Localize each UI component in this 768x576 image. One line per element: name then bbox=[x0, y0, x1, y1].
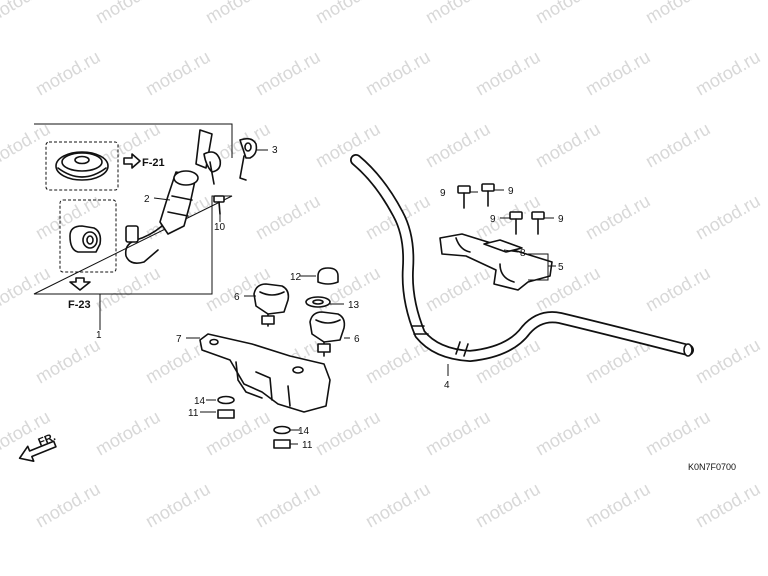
watermark-text: motod.ru bbox=[692, 191, 764, 244]
watermark-text: motod.ru bbox=[202, 407, 274, 460]
callout-7: 7 bbox=[176, 334, 182, 345]
callout-9b: 9 bbox=[508, 186, 514, 197]
watermark-text: motod.ru bbox=[582, 479, 654, 532]
callout-12: 12 bbox=[290, 272, 302, 283]
watermark-text: motod.ru bbox=[642, 263, 714, 316]
callout-numbers: 1 2 3 4 5 6 6 7 8 9 9 9 9 10 11 11 12 13… bbox=[96, 145, 564, 451]
watermark-layer: motod.ru motod.ru motod.ru motod.ru motod.ru… bbox=[0, 0, 764, 531]
nut-washer-left bbox=[217, 395, 235, 419]
callout-9c: 9 bbox=[490, 214, 496, 225]
watermark-text: motod.ru bbox=[202, 0, 274, 27]
seat-lock-group bbox=[59, 199, 117, 291]
watermark-text: motod.ru bbox=[472, 47, 544, 100]
watermark-text: motod.ru bbox=[422, 407, 494, 460]
callout-9d: 9 bbox=[558, 214, 564, 225]
callout-10: 10 bbox=[214, 222, 226, 233]
watermark-text: motod.ru bbox=[142, 479, 214, 532]
watermark-text: motod.ru bbox=[0, 263, 54, 316]
watermark-text: motod.ru bbox=[32, 47, 104, 100]
fuel-cap bbox=[55, 151, 109, 181]
ref-f21: F-21 bbox=[142, 157, 165, 169]
watermark-text: motod.ru bbox=[642, 0, 714, 27]
washer-13 bbox=[305, 296, 331, 308]
watermark-text: motod.ru bbox=[92, 263, 164, 316]
callout-13: 13 bbox=[348, 300, 360, 311]
lower-holder-right bbox=[309, 311, 346, 357]
ref-f23: F-23 bbox=[68, 299, 91, 311]
watermark-text: motod.ru bbox=[582, 47, 654, 100]
callout-6a: 6 bbox=[234, 292, 240, 303]
cap-nut-12 bbox=[317, 267, 339, 285]
key bbox=[239, 137, 258, 181]
watermark-text: motod.ru bbox=[252, 479, 324, 532]
upper-holder bbox=[439, 233, 553, 291]
callout-11b: 11 bbox=[302, 440, 313, 451]
ignition-key bbox=[195, 129, 213, 169]
watermark-text: motod.ru bbox=[642, 407, 714, 460]
watermark-text: motod.ru bbox=[422, 0, 494, 27]
watermark-text: motod.ru bbox=[642, 119, 714, 172]
watermark-text: motod.ru bbox=[472, 479, 544, 532]
watermark-text: motod.ru bbox=[312, 119, 384, 172]
callout-3: 3 bbox=[272, 145, 278, 156]
diagram-code: K0N7F0700 bbox=[688, 462, 736, 472]
arrow-right-icon bbox=[123, 153, 141, 169]
callout-1: 1 bbox=[96, 330, 102, 341]
watermark-text: motod.ru bbox=[0, 0, 54, 27]
watermark-text: motod.ru bbox=[142, 47, 214, 100]
nut-washer-right bbox=[273, 425, 291, 449]
callout-8: 8 bbox=[520, 248, 526, 259]
bolts-9 bbox=[457, 183, 545, 235]
handlebar bbox=[350, 154, 694, 362]
watermark-text: motod.ru bbox=[0, 119, 54, 172]
leader-lines bbox=[153, 149, 556, 445]
callout-2: 2 bbox=[144, 194, 150, 205]
watermark-text: motod.ru bbox=[92, 407, 164, 460]
watermark-text: motod.ru bbox=[692, 479, 764, 532]
watermark-text: motod.ru bbox=[532, 0, 604, 27]
screw-10 bbox=[213, 195, 225, 215]
holder-plate bbox=[199, 333, 331, 413]
watermark-text: motod.ru bbox=[32, 479, 104, 532]
callout-5: 5 bbox=[558, 262, 564, 273]
watermark-text: motod.ru bbox=[312, 0, 384, 27]
watermark-text: motod.ru bbox=[312, 407, 384, 460]
ignition-wire bbox=[124, 225, 163, 264]
callout-14a: 14 bbox=[194, 396, 206, 407]
callout-4: 4 bbox=[444, 380, 450, 391]
watermark-text: motod.ru bbox=[692, 335, 764, 388]
lower-holder-left bbox=[253, 283, 290, 327]
front-arrow bbox=[18, 440, 57, 462]
callout-9a: 9 bbox=[440, 188, 446, 199]
fuel-cap-group bbox=[45, 141, 141, 191]
watermark-text: motod.ru bbox=[362, 479, 434, 532]
watermark-text: motod.ru bbox=[532, 119, 604, 172]
watermark-text: motod.ru bbox=[582, 191, 654, 244]
watermark-text: motod.ru bbox=[32, 335, 104, 388]
ignition-switch bbox=[124, 129, 222, 264]
watermark-text: motod.ru bbox=[532, 407, 604, 460]
seat-lock bbox=[69, 225, 102, 253]
watermark-text: motod.ru bbox=[692, 47, 764, 100]
watermark-text: motod.ru bbox=[422, 263, 494, 316]
rubber-8 bbox=[483, 239, 523, 253]
callout-14b: 14 bbox=[298, 426, 310, 437]
watermark-text: motod.ru bbox=[252, 191, 324, 244]
front-arrow-icon bbox=[18, 440, 57, 462]
watermark-text: motod.ru bbox=[92, 0, 164, 27]
watermark-text: motod.ru bbox=[252, 47, 324, 100]
callout-11a: 11 bbox=[188, 408, 199, 419]
arrow-down-icon bbox=[69, 277, 91, 291]
callout-6b: 6 bbox=[354, 334, 360, 345]
watermark-text: motod.ru bbox=[362, 47, 434, 100]
watermark-text: motod.ru bbox=[422, 119, 494, 172]
